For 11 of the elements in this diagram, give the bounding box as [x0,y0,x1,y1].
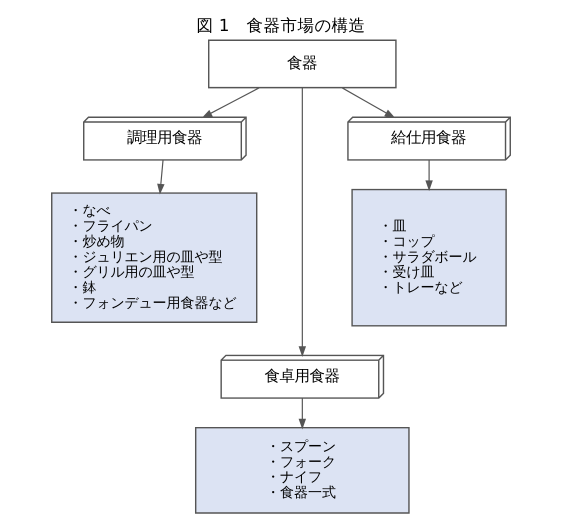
node-box: ・なべ ・フライパン ・炒め物 ・ジュリエン用の皿や型 ・グリル用の皿や型 ・鉢 ・フォンデュー用食器など [50,192,257,323]
arrow [201,87,259,118]
node-box: ・皿 ・コップ ・サラダボール ・受け皿 ・トレーなど [350,188,506,326]
diagram-title: 図 1 食器市場の構造 [196,16,365,36]
arrow [298,398,306,430]
arrow [156,160,164,195]
arrow [424,160,432,192]
arrow [341,87,395,118]
node-box: 食器 [208,40,396,88]
arrow [298,88,306,357]
node-box: ・スプーン ・フォーク ・ナイフ ・食器一式 [194,426,410,514]
